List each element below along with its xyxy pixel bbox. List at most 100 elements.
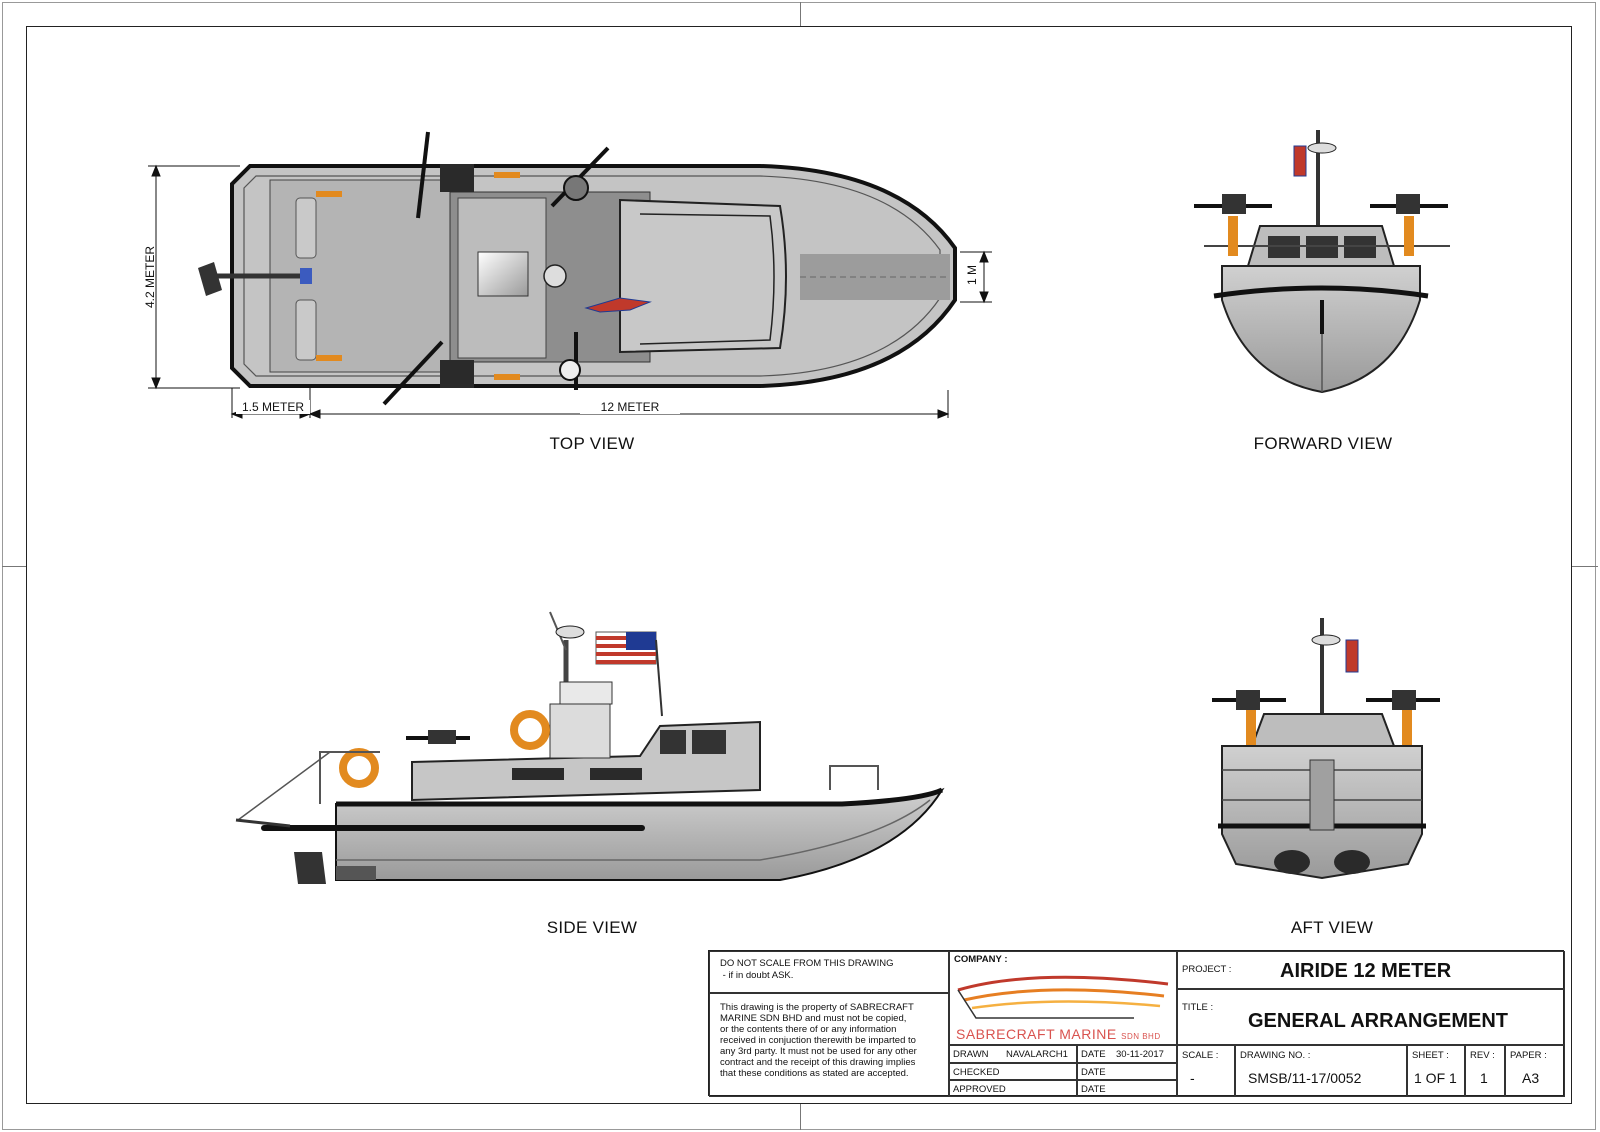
scale-note-line1: DO NOT SCALE FROM THIS DRAWING [720,958,894,969]
company-label: COMPANY : [954,954,1008,965]
side-lifebuoy [510,710,550,750]
aft-view [1212,618,1440,880]
side-rail [319,751,380,804]
property-note-line: received in conjuction therewith be impa… [720,1035,916,1046]
checked-date-label: DATE [1081,1067,1106,1078]
logo-hull [957,989,1134,1019]
top-view-label: TOP VIEW [549,434,635,453]
side-radar [555,625,585,639]
property-note-line: that these conditions as stated are acce… [720,1068,909,1079]
title-value: GENERAL ARRANGEMENT [1248,1010,1509,1032]
company-name: SABRECRAFT MARINE [956,1026,1117,1042]
side-window [590,768,642,780]
checked-date-cell: DATE [1077,1063,1177,1080]
aft-radar [1311,634,1341,646]
aft-door [1309,759,1335,831]
scale-note-line2: - if in doubt ASK. [720,970,794,981]
sheet-label: SHEET : [1412,1050,1449,1061]
fwd-ammo [1404,216,1414,256]
aft-gun-body [1236,690,1260,710]
paper-cell: PAPER : A3 [1505,1045,1565,1097]
top-fender [494,374,520,380]
fwd-flag [1293,145,1307,177]
fwd-rubbing-strake [1213,285,1429,299]
side-chine [336,799,931,861]
drawing-no-label: DRAWING NO. : [1240,1050,1311,1061]
top-gun-mount [563,175,589,201]
title-block: DO NOT SCALE FROM THIS DRAWING - if in d… [708,950,1565,1097]
drawn-date: 30-11-2017 [1116,1049,1164,1060]
bow-dimension-label: 1 M [965,265,979,286]
drawn-label: DRAWN [953,1049,989,1060]
top-helm-wheel [543,264,567,288]
project-cell: PROJECT : AIRIDE 12 METER [1177,951,1565,989]
side-rail [829,765,879,790]
aft-view-label: AFT VIEW [1290,918,1374,937]
side-flagstaff [655,639,663,717]
fwd-gun-body [1222,194,1246,214]
logo-swoosh [957,975,1169,992]
drawing-no-cell: DRAWING NO. : SMSB/11-17/0052 [1235,1045,1407,1097]
approved-date-cell: DATE [1077,1080,1177,1097]
aft-gun-body [1392,690,1416,710]
side-view [235,611,945,884]
center-tick-bottom [800,1104,801,1130]
top-wheelhouse-roof [619,198,787,354]
top-gun-barrel [382,340,444,406]
forward-view-label: FORWARD VIEW [1253,434,1393,453]
aft-ammo [1246,710,1256,756]
side-window [512,768,564,780]
aft-engine [1334,850,1370,874]
side-view-label: SIDE VIEW [546,918,638,937]
paper-label: PAPER : [1510,1050,1547,1061]
approved-label: APPROVED [953,1084,1006,1095]
side-lifebuoy [339,748,379,788]
aft-flag [1345,639,1359,673]
top-view [198,131,957,406]
top-engine-block [300,268,312,284]
side-stern-block [336,866,376,880]
title-label: TITLE : [1182,1002,1214,1013]
drawn-cell: DRAWN NAVALARCH1 [949,1045,1077,1063]
project-value: AIRIDE 12 METER [1280,960,1452,982]
top-console-glass [477,251,529,297]
scale-note-cell: DO NOT SCALE FROM THIS DRAWING - if in d… [709,951,949,993]
side-gun-body [428,730,456,744]
property-note-line: MARINE SDN BHD and must not be copied, [720,1013,907,1024]
logo-swoosh [963,988,1165,1002]
scale-cell: SCALE : - [1177,1045,1235,1097]
aft-ammo [1402,710,1412,756]
company-logo [957,975,1169,1019]
top-gun-barrel [416,131,430,219]
scale-value: - [1190,1070,1195,1086]
top-engine [198,262,222,296]
fwd-radar [1307,142,1337,154]
property-note-cell: This drawing is the property of SABRECRA… [709,993,949,1097]
approved-cell: APPROVED [949,1080,1077,1097]
side-stay [237,751,331,821]
aft-cabin [1250,713,1396,747]
side-outboard [294,852,326,884]
side-console-top [559,681,613,705]
rev-label: REV : [1470,1050,1495,1061]
beam-dimension-label: 4.2 METER [143,246,157,309]
top-fender [494,172,520,178]
title-cell: TITLE : GENERAL ARRANGEMENT [1177,989,1565,1045]
side-sheer [336,787,944,807]
aft-engine [1274,850,1310,874]
logo-swoosh [971,1000,1161,1010]
side-window [692,730,726,754]
company-cell: COMPANY : SABRECRAFT MARINE SDN BHD [949,951,1177,1045]
paper-value: A3 [1522,1070,1540,1086]
top-gun-box [440,164,474,192]
property-note-line: or the contents there of or any informat… [720,1024,897,1035]
drawn-by: NAVALARCH1 [1006,1049,1068,1060]
property-note-line: This drawing is the property of SABRECRA… [720,1002,914,1013]
rev-cell: REV : 1 [1465,1045,1505,1097]
side-davit [235,818,291,828]
forward-view [1194,130,1450,394]
top-windscreen [639,213,775,345]
side-window [660,730,686,754]
top-fender [316,191,342,197]
